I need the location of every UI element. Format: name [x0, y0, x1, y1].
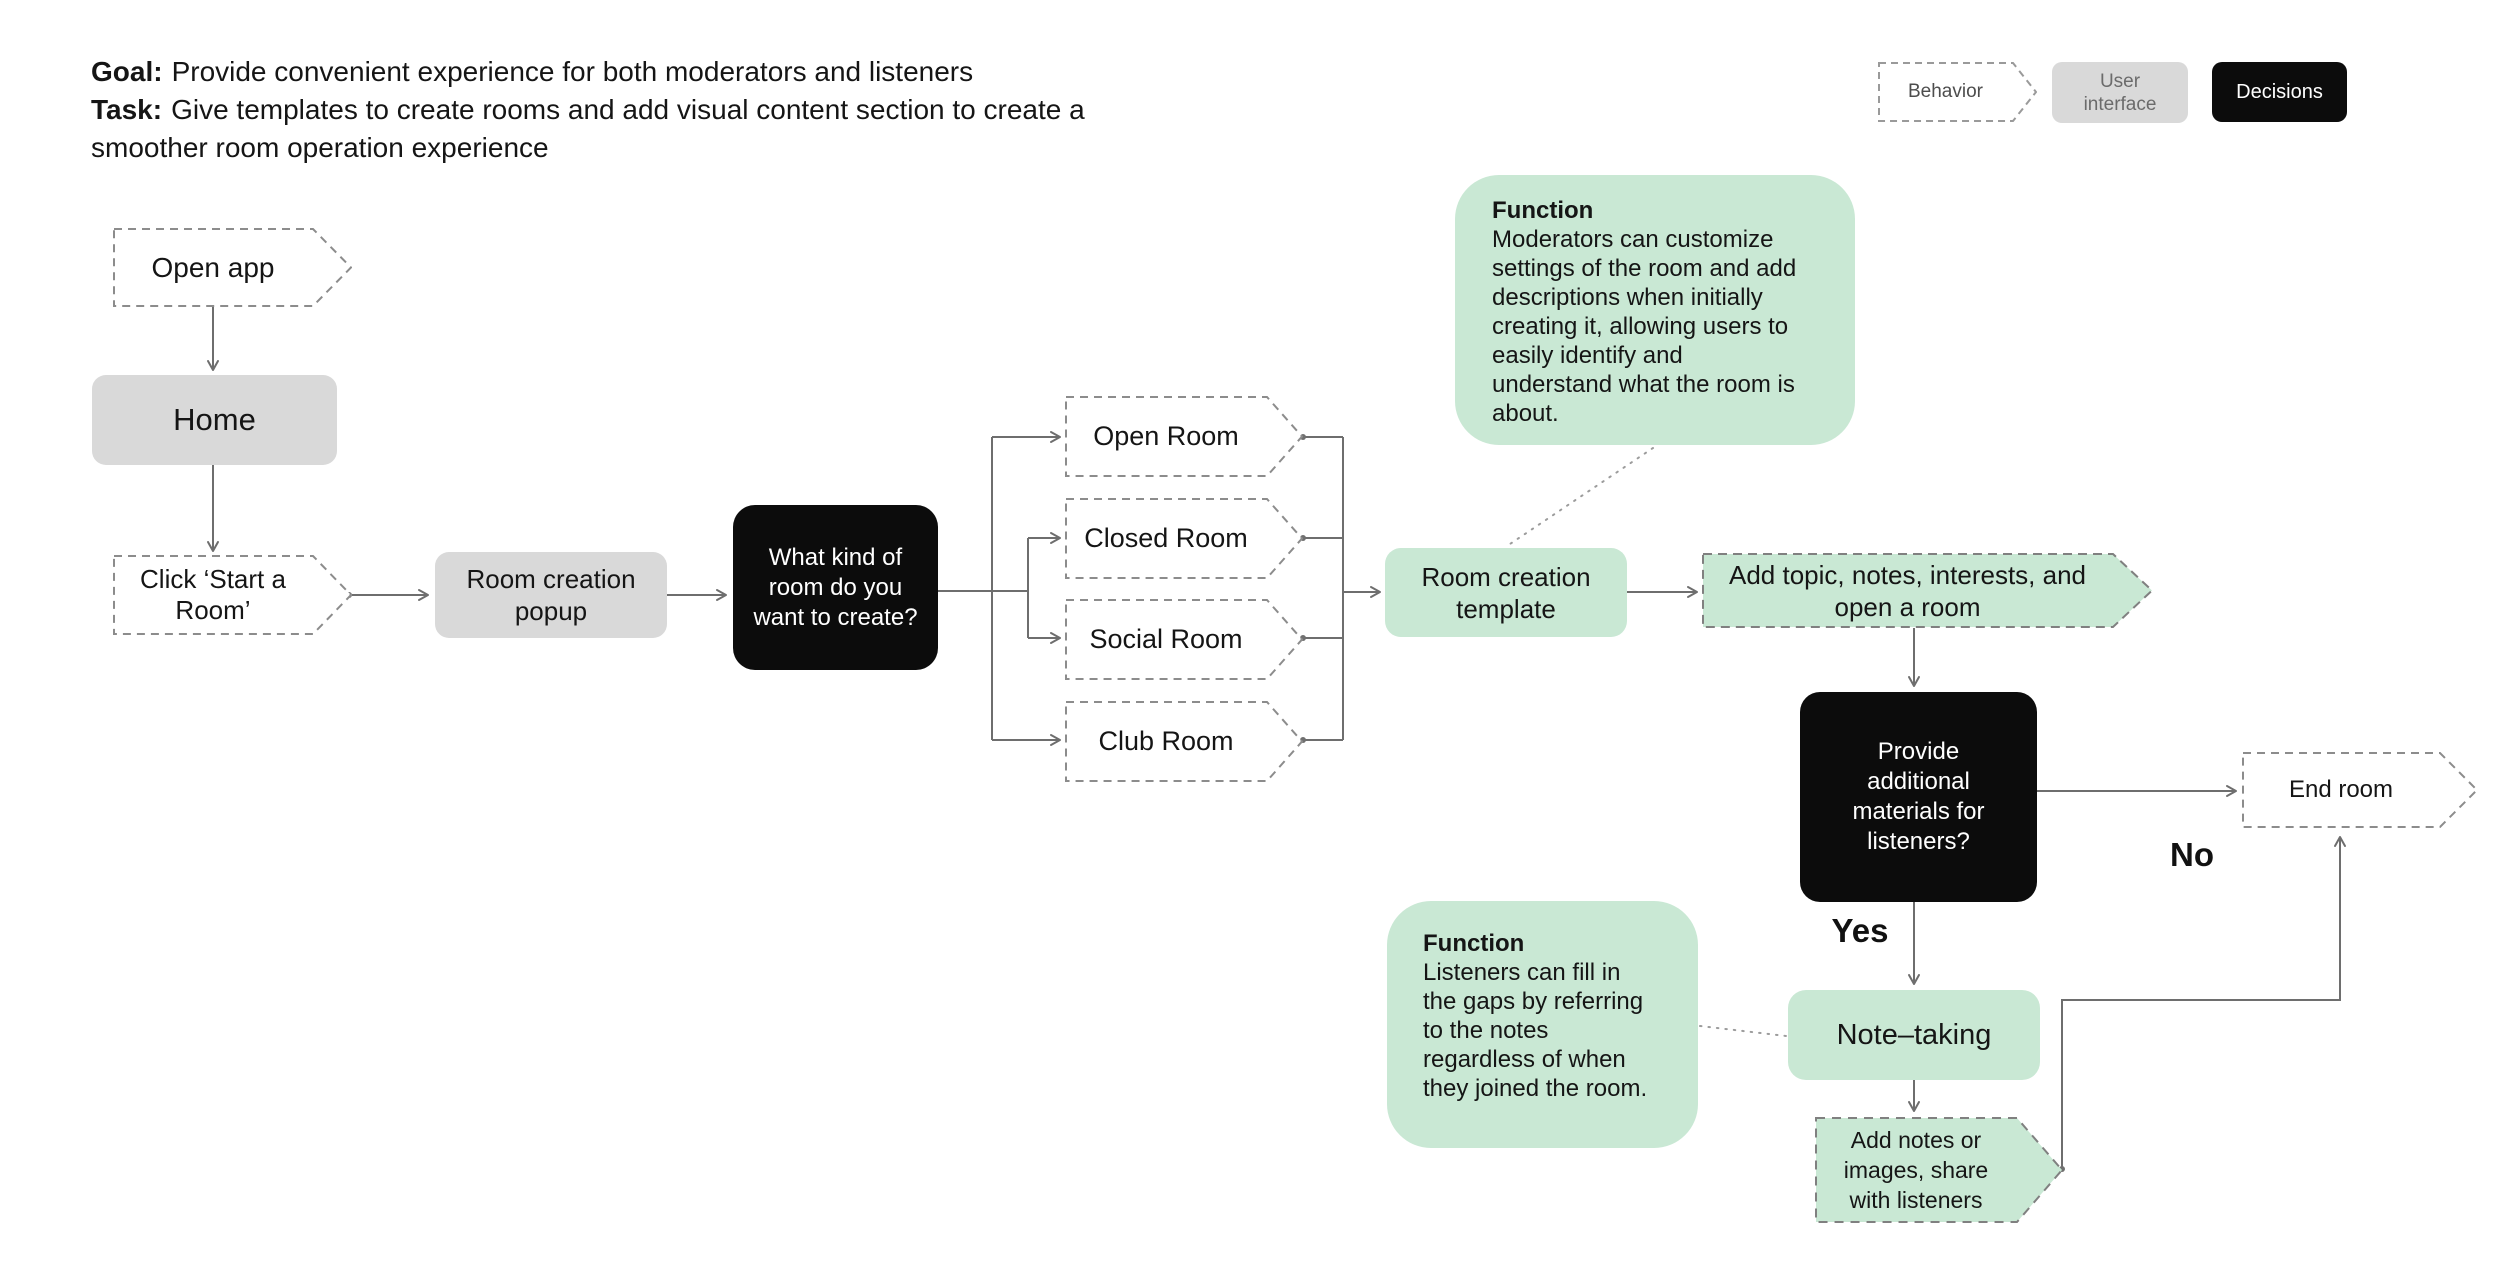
node-room-creation-template[interactable]: Room creation template — [1385, 548, 1627, 637]
node-open-room-label: Open Room — [1093, 421, 1239, 451]
goal-line: Goal: Provide convenient experience for b… — [91, 53, 1391, 91]
goal-label: Goal: — [91, 56, 163, 87]
header-text-block: Goal: Provide convenient experience for b… — [91, 53, 1391, 167]
node-open-app[interactable]: Open app — [113, 228, 352, 307]
branch-label-no: No — [2170, 836, 2214, 873]
node-room-kind-question[interactable]: What kind of room do you want to create? — [733, 505, 938, 670]
node-end-room-label: End room — [2288, 776, 2394, 803]
node-open-room[interactable]: Open Room — [1065, 396, 1303, 477]
node-social-room-label: Social Room — [1089, 624, 1243, 654]
dashed-pentagon-outline — [2242, 752, 2478, 828]
node-club-room[interactable]: Club Room — [1065, 701, 1303, 782]
dashed-pentagon-outline — [1878, 62, 2037, 122]
dashed-pentagon-outline — [1065, 498, 1303, 579]
annotation-body: Moderators can customize settings of the… — [1492, 226, 1797, 427]
dashed-pentagon-outline — [1065, 396, 1303, 477]
node-home[interactable]: Home — [92, 375, 337, 465]
task-line: Task:Give templates to create rooms and … — [91, 91, 1391, 167]
task-text: Give templates to create rooms and add v… — [91, 94, 1085, 163]
annotation-body: Listeners can fill in the gaps by referr… — [1423, 959, 1648, 1102]
node-add-notes-label: Add notes or images, share with listener… — [1843, 1127, 1989, 1213]
node-club-room-label: Club Room — [1098, 726, 1234, 756]
node-closed-room[interactable]: Closed Room — [1065, 498, 1303, 579]
node-click-start-room[interactable]: Click ‘Start a Room’ — [113, 555, 352, 635]
annotation-function-moderators[interactable]: Function Moderators can customize settin… — [1455, 175, 1855, 445]
node-add-topic-label: Add topic, notes, interests, and open a … — [1729, 559, 2086, 622]
goal-text: Provide convenient experience for both m… — [171, 56, 974, 87]
node-click-start-room-label: Click ‘Start a Room’ — [140, 564, 286, 625]
node-social-room[interactable]: Social Room — [1065, 599, 1303, 680]
dashed-pentagon-outline — [113, 228, 352, 307]
legend-decisions-chip[interactable]: Decisions — [2212, 62, 2347, 122]
node-open-app-label: Open app — [151, 251, 275, 283]
annotation-function-listeners[interactable]: Function Listeners can fill in the gaps … — [1387, 901, 1698, 1148]
legend-behavior-label: Behavior — [1908, 81, 1983, 102]
node-add-notes[interactable]: Add notes or images, share with listener… — [1815, 1117, 2063, 1223]
annotation-title: Function — [1423, 930, 1525, 957]
dashed-pentagon-outline — [1702, 553, 2153, 628]
branch-label-yes: Yes — [1831, 912, 1889, 949]
node-add-topic[interactable]: Add topic, notes, interests, and open a … — [1702, 553, 2153, 628]
dashed-pentagon-outline — [1065, 599, 1303, 680]
dashed-pentagon-outline — [1065, 701, 1303, 782]
node-room-creation-popup[interactable]: Room creation popup — [435, 552, 667, 638]
legend-behavior-shape[interactable]: Behavior — [1878, 62, 2037, 122]
dashed-pentagon-outline — [113, 555, 352, 635]
legend-user-interface-chip[interactable]: User interface — [2052, 62, 2188, 123]
node-closed-room-label: Closed Room — [1084, 523, 1248, 553]
node-end-room[interactable]: End room — [2242, 752, 2478, 828]
task-label: Task: — [91, 94, 163, 125]
dashed-pentagon-outline — [1815, 1117, 2063, 1223]
node-note-taking[interactable]: Note–taking — [1788, 990, 2040, 1080]
annotation-title: Function — [1492, 197, 1594, 224]
node-provide-materials-question[interactable]: Provide additional materials for listene… — [1800, 692, 2037, 902]
